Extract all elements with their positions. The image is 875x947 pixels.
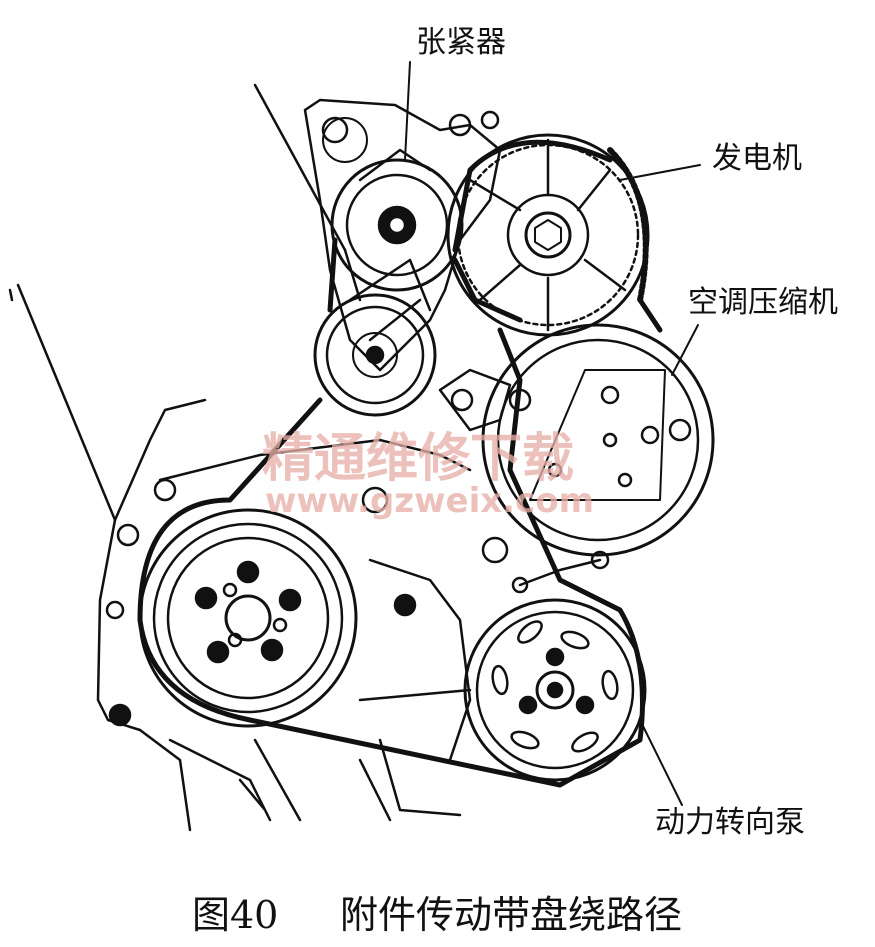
label-alternator: 发电机 — [712, 141, 802, 176]
figure-title: 附件传动带盘绕路径 — [340, 893, 682, 937]
label-ac-compressor: 空调压缩机 — [688, 285, 838, 320]
figure-number: 图40 — [192, 893, 278, 937]
tensioner-pulley — [330, 158, 464, 292]
drive-belt — [137, 139, 663, 788]
leader-lines — [404, 61, 701, 806]
block-bolts — [105, 478, 417, 727]
engine-block-outline — [8, 83, 602, 832]
watermark-url: www.gzweix.com — [265, 481, 594, 521]
label-power-steering-pump: 动力转向泵 — [655, 805, 805, 840]
crankshaft-pulley — [138, 508, 358, 728]
alternator-housing-rim — [607, 147, 649, 303]
power-steering-pulley — [463, 598, 647, 782]
label-tensioner: 张紧器 — [416, 25, 506, 60]
idler-pulley — [313, 293, 437, 417]
ac-bracket — [438, 368, 610, 594]
ac-compressor-pulley — [481, 323, 715, 557]
watermark-name: 精通维修下载 — [262, 428, 574, 489]
